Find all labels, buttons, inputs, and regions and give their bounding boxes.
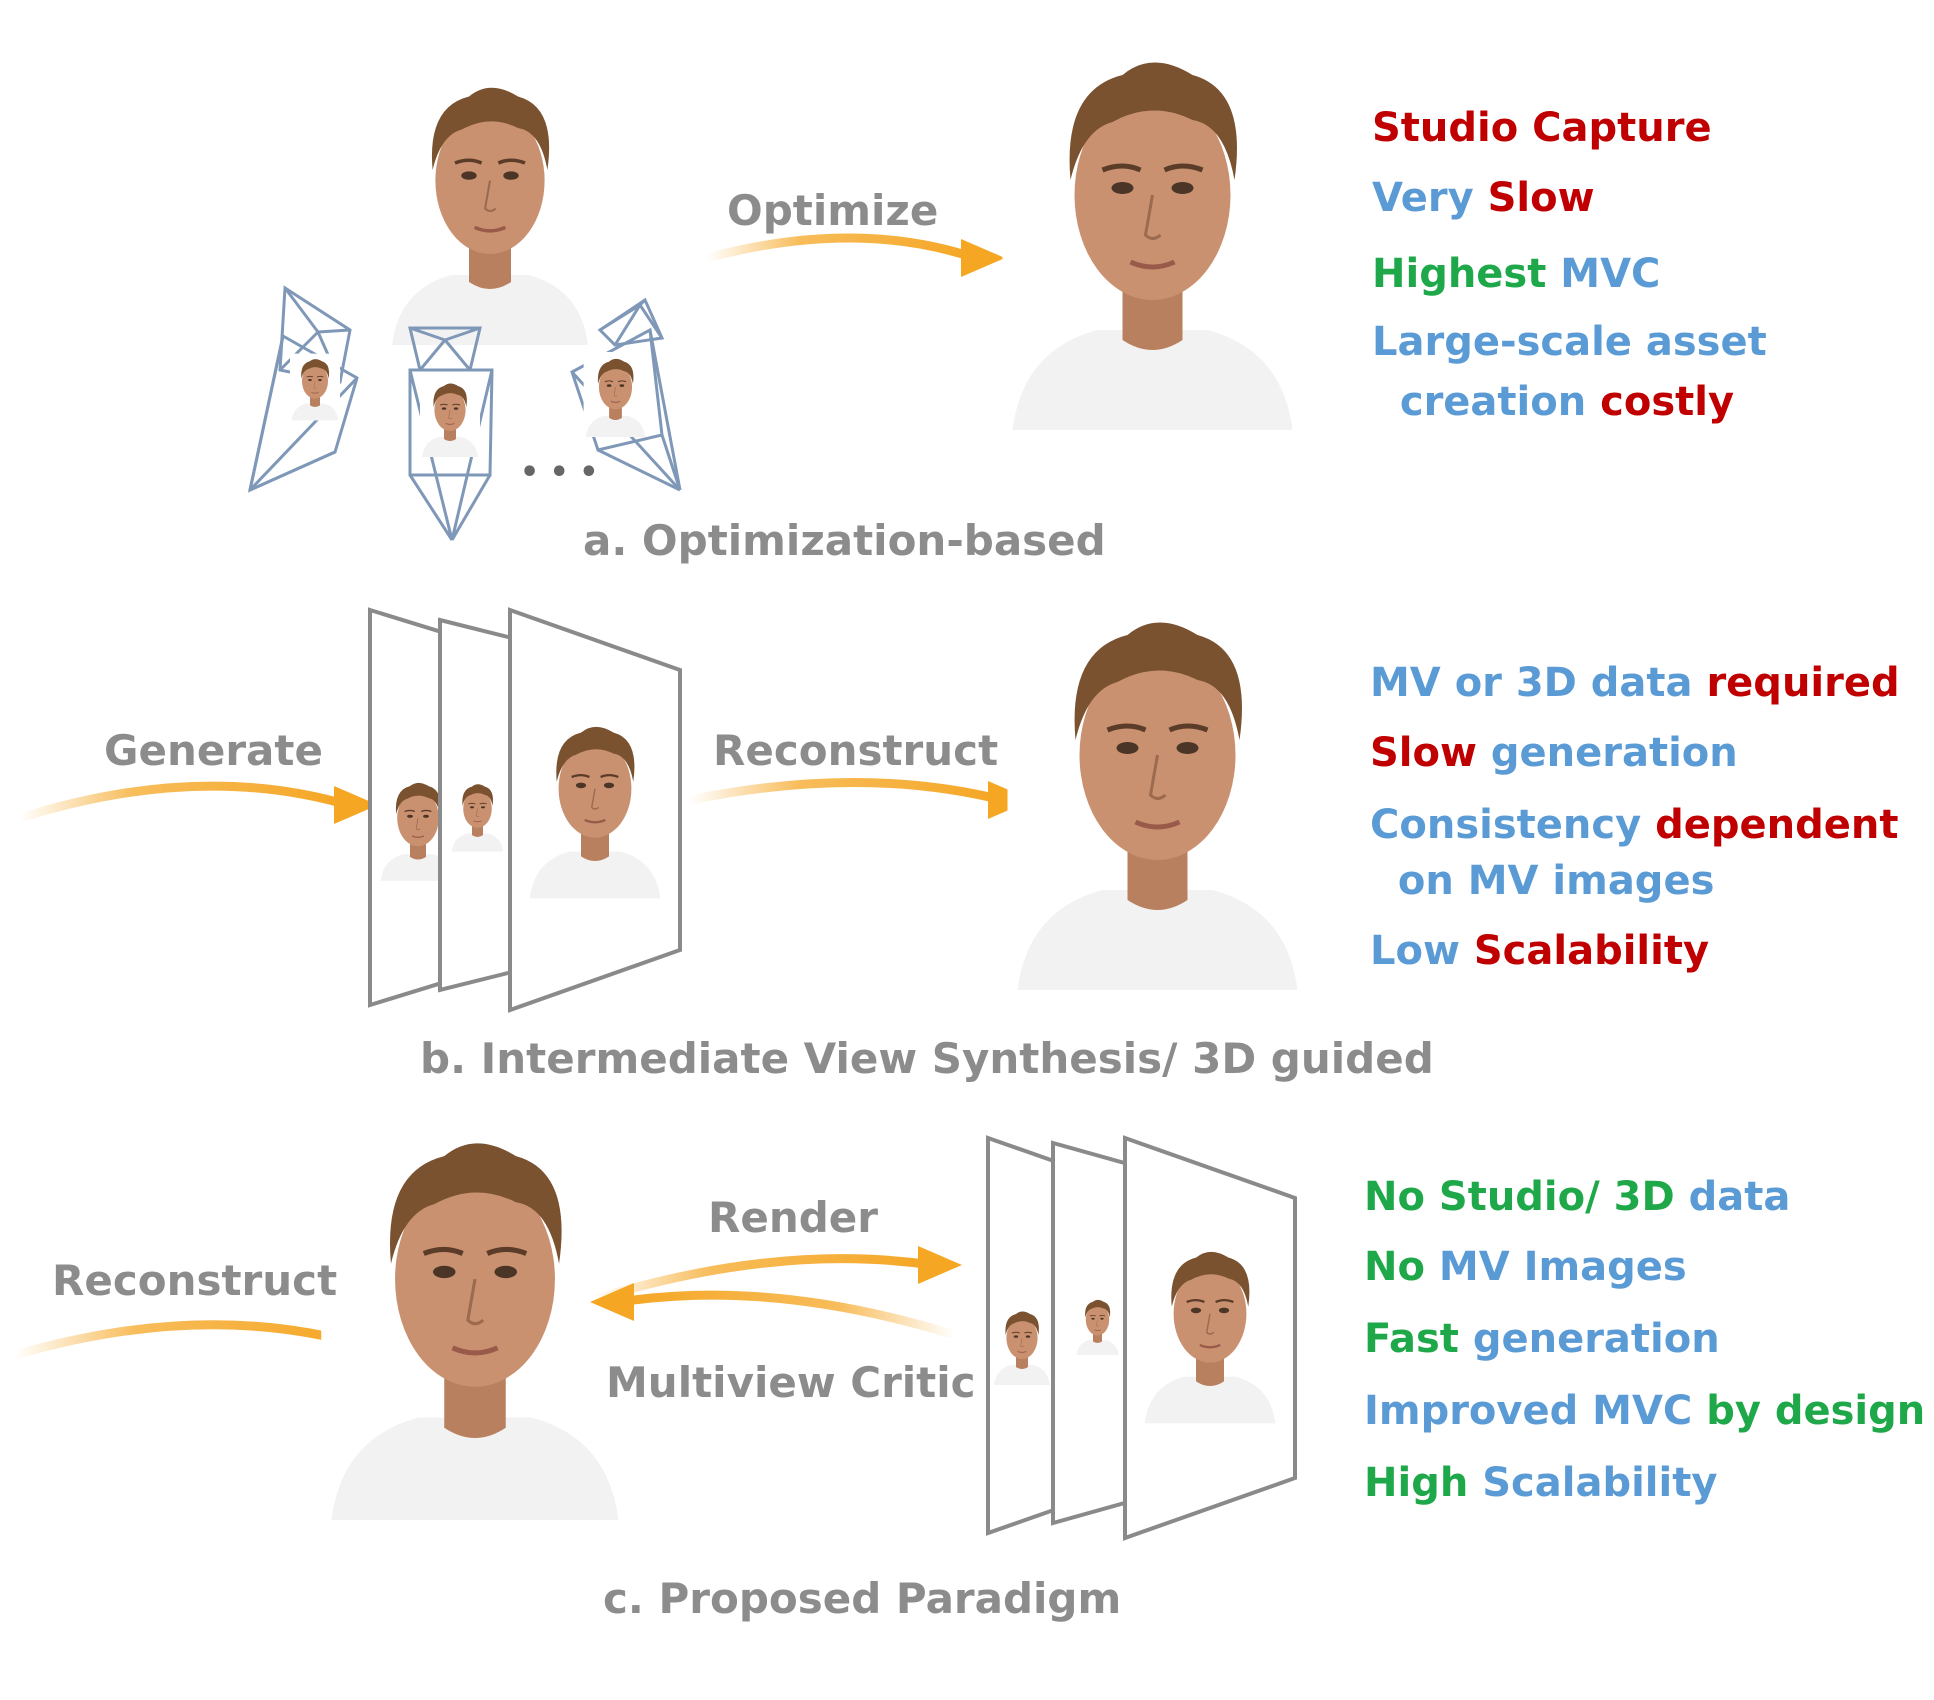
property-segment: MVC	[1560, 251, 1661, 297]
arrow-head-icon	[334, 786, 378, 824]
property-line: No Studio/ 3D data	[1364, 1177, 1790, 1217]
property-line: Very Slow	[1372, 178, 1595, 218]
arrow-head-icon	[590, 1283, 634, 1321]
multiview-critic-label: Multiview Critic	[606, 1358, 976, 1407]
property-segment: Fast	[1364, 1316, 1473, 1362]
render-view-front	[1140, 1234, 1280, 1426]
reconstruct-label-c: Reconstruct	[52, 1256, 338, 1305]
caption-b: b. Intermediate View Synthesis/ 3D guide…	[420, 1034, 1434, 1083]
property-segment: No	[1364, 1244, 1439, 1290]
property-line: MV or 3D data required	[1370, 663, 1900, 703]
property-segment: Slow	[1370, 730, 1491, 776]
subject-face-a	[385, 65, 595, 345]
arrow-icon	[702, 233, 980, 263]
property-segment: Scalability	[1473, 928, 1710, 974]
camera-frustum-edge	[638, 298, 647, 307]
camera-frustum-edge	[660, 434, 682, 491]
property-segment: Large-scale asset	[1372, 319, 1767, 365]
camera-view-right	[583, 352, 648, 437]
property-segment: Low	[1370, 928, 1474, 974]
property-segment: MV Images	[1438, 1244, 1687, 1290]
arrow-icon	[615, 1290, 960, 1340]
camera-frustum-edge	[418, 339, 447, 371]
property-segment: High	[1364, 1460, 1483, 1506]
property-line: Large-scale asset	[1372, 322, 1767, 362]
caption-a: a. Optimization-based	[583, 516, 1106, 565]
camera-frustum-edge	[638, 304, 664, 339]
camera-ellipsis: • • •	[520, 455, 599, 490]
camera-frustum-edge	[599, 303, 641, 332]
render-view-side	[992, 1303, 1052, 1387]
property-segment: MV or 3D data	[1370, 660, 1707, 706]
arrow-icon	[15, 781, 353, 823]
property-line: Highest MVC	[1372, 254, 1660, 294]
property-segment: on MV images	[1370, 858, 1715, 904]
property-segment: required	[1706, 660, 1900, 706]
arrow-head-icon	[918, 1246, 962, 1284]
property-segment: Very	[1372, 175, 1488, 221]
property-segment: Studio Capture	[1372, 105, 1712, 151]
render-view-profile	[1075, 1293, 1120, 1357]
property-segment: generation	[1472, 1316, 1720, 1362]
property-line: Improved MVC by design	[1364, 1391, 1925, 1431]
render-label: Render	[708, 1193, 878, 1242]
optimize-label: Optimize	[727, 186, 939, 235]
camera-frustum-edge	[597, 448, 681, 492]
camera-frustum-edge	[408, 474, 454, 541]
property-segment: creation	[1372, 379, 1601, 425]
property-line: No MV Images	[1364, 1247, 1687, 1287]
camera-frustum-edge	[283, 287, 320, 333]
property-segment: No Studio/ 3D	[1364, 1174, 1689, 1220]
camera-frustum-edge	[613, 304, 642, 346]
property-line: on MV images	[1370, 858, 1715, 904]
caption-c: c. Proposed Paradigm	[603, 1574, 1122, 1623]
camera-frustum-edge	[409, 326, 446, 342]
property-segment: data	[1688, 1174, 1791, 1220]
property-segment: costly	[1600, 379, 1735, 425]
arrow-head-icon	[961, 239, 1005, 277]
mv-view-front	[525, 709, 665, 901]
camera-frustum-edge	[317, 328, 351, 334]
camera-view-left	[290, 353, 340, 421]
arrow-icon	[587, 1254, 937, 1305]
reconstruct-label-b: Reconstruct	[713, 726, 999, 775]
result-face-c	[321, 1110, 629, 1520]
property-line: Studio Capture	[1372, 108, 1712, 148]
camera-frustum-edge	[648, 329, 682, 491]
property-line: Low Scalability	[1370, 931, 1709, 971]
property-line: Consistency dependent	[1370, 805, 1898, 845]
camera-frustum-edge	[249, 450, 336, 492]
property-segment: Improved MVC	[1364, 1388, 1707, 1434]
property-segment: Highest	[1372, 251, 1561, 297]
property-line: Slow generation	[1370, 733, 1738, 773]
generate-label: Generate	[104, 726, 323, 775]
camera-frustum-edge	[248, 335, 285, 491]
camera-frustum-edge	[278, 330, 320, 372]
mv-view-profile	[450, 776, 505, 854]
camera-frustum-edge	[450, 474, 492, 541]
property-segment: generation	[1490, 730, 1738, 776]
property-line: creation costly	[1372, 382, 1734, 422]
property-line: High Scalability	[1364, 1463, 1717, 1503]
result-face-b	[1008, 590, 1308, 990]
property-segment: dependent	[1655, 802, 1899, 848]
property-segment: Scalability	[1482, 1460, 1718, 1506]
property-segment: by design	[1706, 1388, 1926, 1434]
property-segment: Consistency	[1370, 802, 1656, 848]
arrow-icon	[685, 778, 1007, 805]
camera-frustum-edge	[443, 339, 472, 371]
property-line: Fast generation	[1364, 1319, 1720, 1359]
property-segment: Slow	[1487, 175, 1595, 221]
camera-frustum-edge	[444, 326, 481, 342]
result-face-a	[1003, 30, 1303, 430]
arrow-icon	[10, 1320, 367, 1360]
camera-view-center	[420, 376, 480, 458]
